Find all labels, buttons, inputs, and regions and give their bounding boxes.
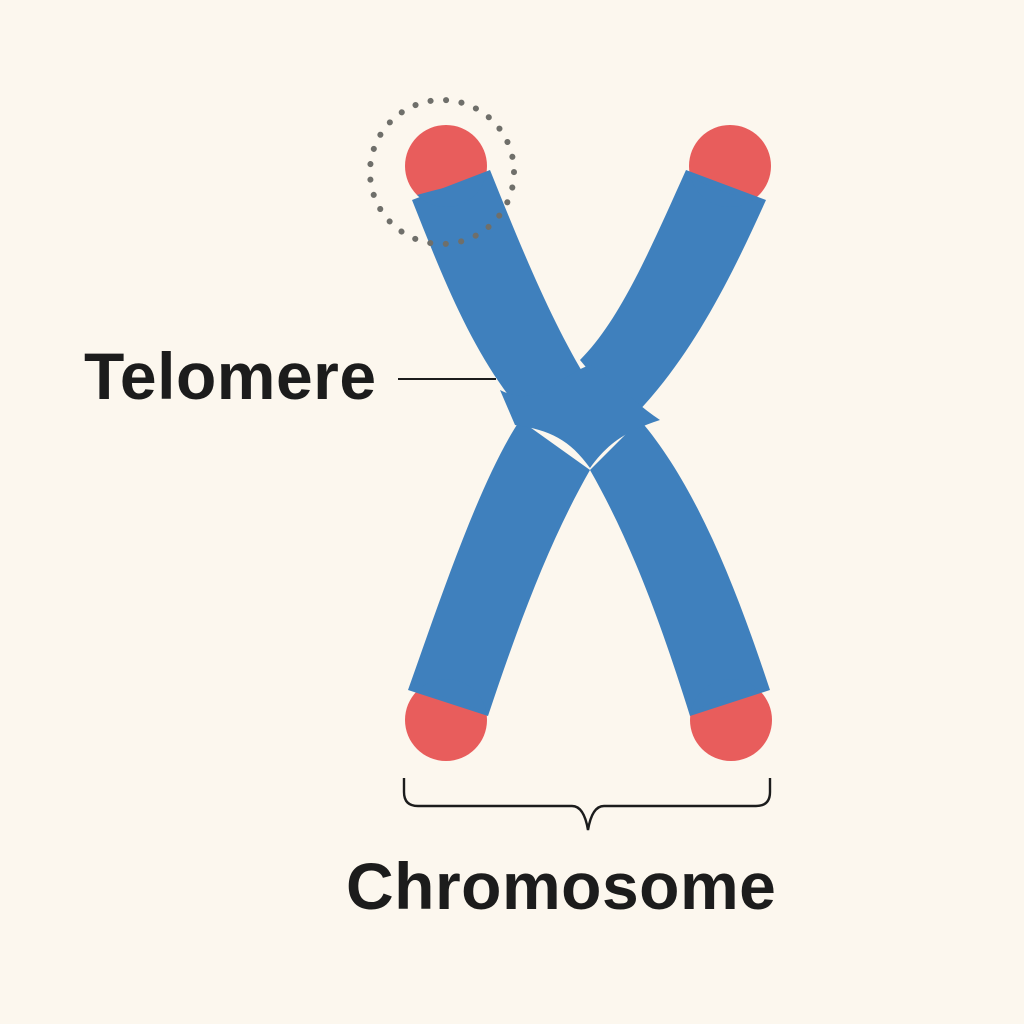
telomere-highlight-ring	[367, 97, 517, 247]
chromosome-bracket	[402, 778, 772, 831]
chromatid-arm-top-left	[412, 170, 600, 410]
telomere-cap-bottom-right-boundary	[690, 679, 772, 716]
chromatid-arm-bottom-right	[590, 420, 770, 716]
chromatid-arm-bottom-left	[408, 420, 590, 716]
telomere-label: Telomere	[84, 339, 377, 413]
telomere-cap-top-left-boundary	[405, 170, 487, 207]
centromere	[500, 365, 660, 468]
chromosome-label: Chromosome	[346, 849, 777, 923]
telomere-cap-bottom-left-boundary	[405, 679, 487, 716]
chromatid-arm-top-right	[580, 170, 766, 420]
